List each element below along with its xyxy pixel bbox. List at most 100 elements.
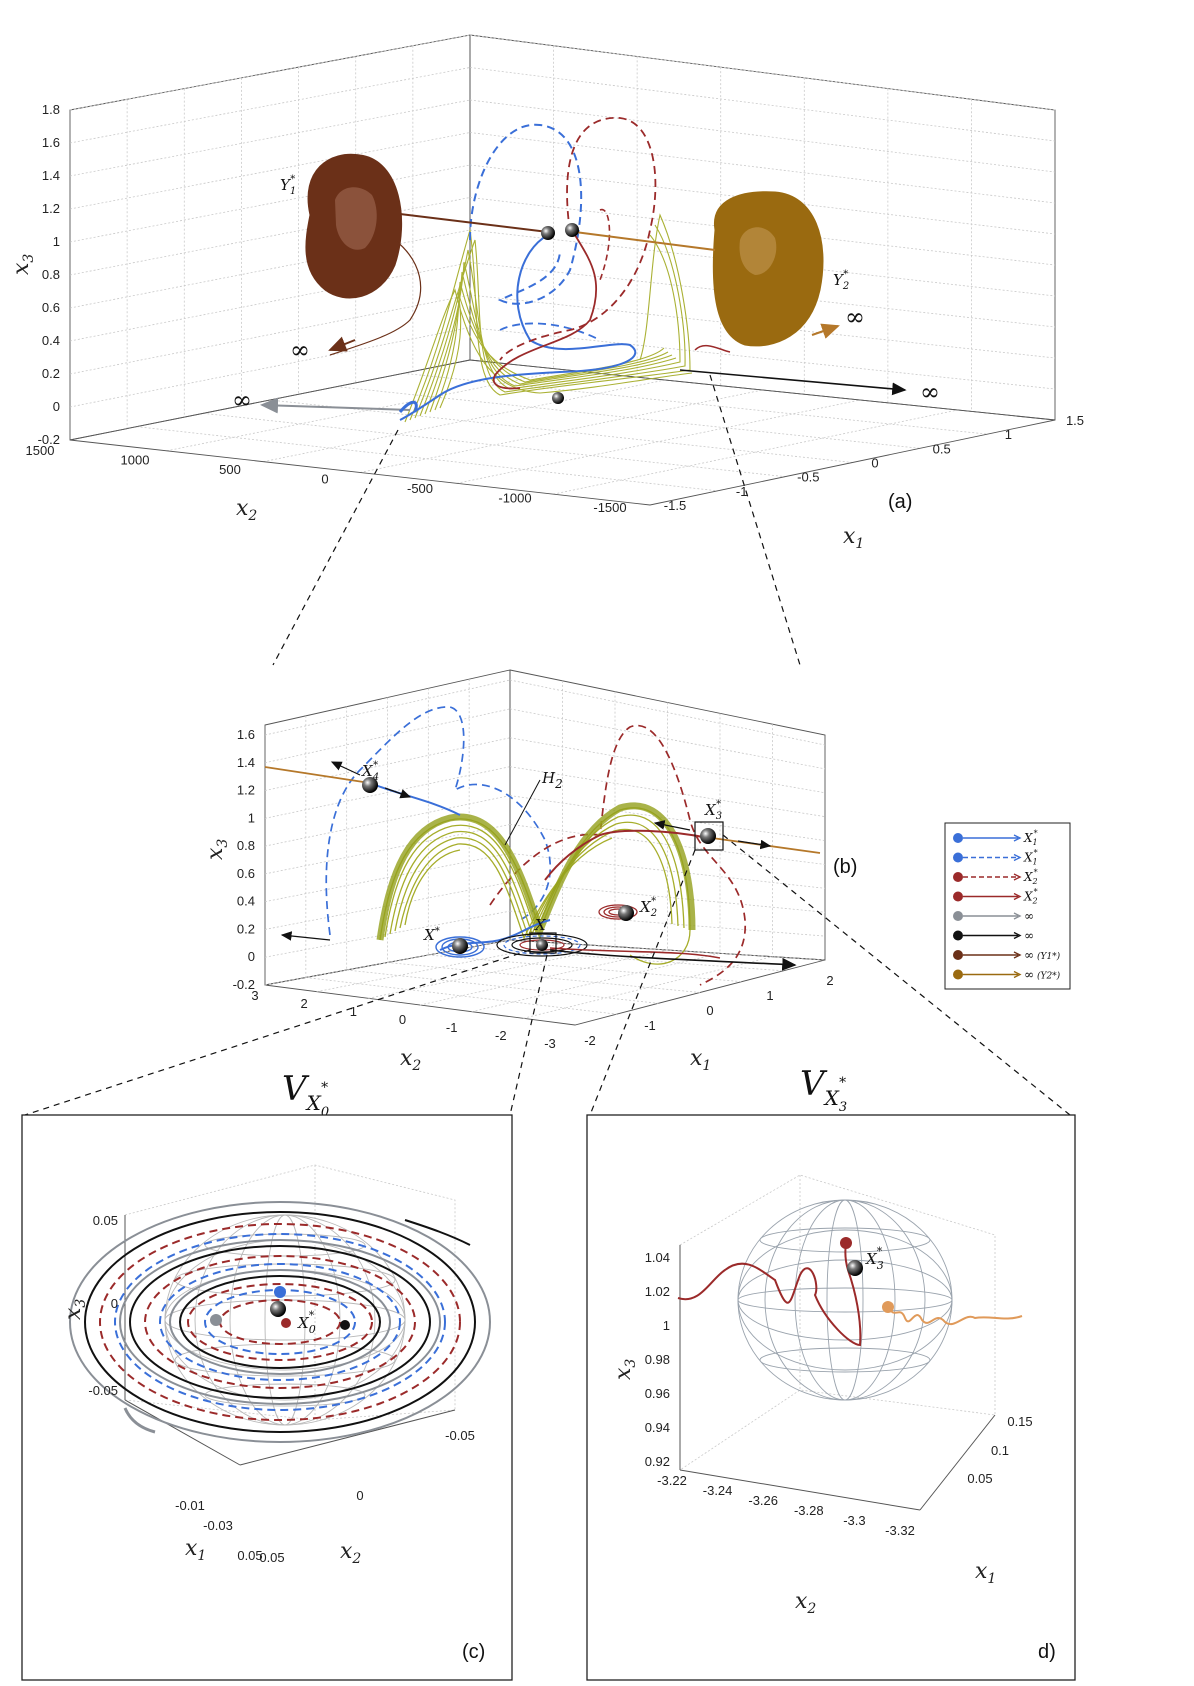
panel-a-grid xyxy=(69,34,1056,495)
panel-c-title: VX0* xyxy=(282,1069,329,1120)
zoom-line-a-b-right xyxy=(709,374,801,666)
legend-label: ∞(Y2*) xyxy=(1024,968,1061,982)
panel-b-x2-label: X2* xyxy=(639,896,657,919)
panel-a-x1-tick: 1.5 xyxy=(1066,413,1084,428)
panel-a-y1-cloud xyxy=(305,153,549,356)
panel-a-equilibrium-x2 xyxy=(565,223,579,237)
panel-c-x1-tick: -0.01 xyxy=(175,1498,205,1513)
panel-d-tag: d) xyxy=(1038,1641,1056,1663)
panel-d-x3-tick: 0.96 xyxy=(645,1386,670,1401)
panel-d-sphere xyxy=(737,1199,953,1401)
panel-c-x3-label: x3 xyxy=(61,1299,89,1320)
panel-a-x3-tick: 0.8 xyxy=(42,267,60,282)
panel-c-x2-label: x2 xyxy=(340,1539,361,1567)
panel-d-x3-tick: 0.94 xyxy=(645,1420,670,1435)
panel-d-x2-tick: -3.26 xyxy=(748,1493,778,1508)
legend-label: ∞ xyxy=(1024,929,1034,943)
panel-a-x2-tick: -1500 xyxy=(593,500,626,515)
legend-marker xyxy=(953,950,963,960)
panel-b-x1-tick: -2 xyxy=(584,1033,596,1048)
zoom-line-b-d-right xyxy=(722,834,1071,1116)
legend-box xyxy=(944,822,1071,990)
panel-b-x3-tick: 0.2 xyxy=(237,921,255,936)
panel-d-equilibrium-x3 xyxy=(847,1260,863,1276)
panel-a-x3-tick: 1.2 xyxy=(42,201,60,216)
panel-c-x2-tick: -0.05 xyxy=(445,1428,475,1443)
panel-b-h2-label: H2 xyxy=(541,769,563,791)
panel-b-legend: X1*X1*X2*X2*∞∞∞(Y1*)∞(Y2*) xyxy=(944,822,1071,990)
panel-b-x2-tick: 1 xyxy=(350,1004,357,1019)
panel-b-x1-tick: 0 xyxy=(706,1003,713,1018)
panel-b-x2-tick: -3 xyxy=(544,1036,556,1051)
panel-d-x2-tick: -3.22 xyxy=(657,1473,687,1488)
panel-a-x1-tick: -1 xyxy=(736,484,748,499)
panel-c-x2-tick: 0.05 xyxy=(259,1550,284,1565)
panel-c-x3-tick: 0 xyxy=(111,1296,118,1311)
panel-b-x3-tick: 1.2 xyxy=(237,783,255,798)
panel-b-x2-tick: -1 xyxy=(446,1020,458,1035)
panel-a-x2-tick: 1500 xyxy=(26,443,55,458)
panel-a-y2-infinity-arrow xyxy=(811,323,840,339)
panel-d-x3-tick: 0.98 xyxy=(645,1352,670,1367)
panel-a-x2-label: x2 xyxy=(236,496,257,524)
panel-c-point-black xyxy=(340,1320,350,1330)
panel-d-ticks: 1.041.0210.980.960.940.92-3.22-3.24-3.26… xyxy=(645,1250,1033,1538)
panel-d-x1-tick: 0.05 xyxy=(967,1471,992,1486)
panel-b-x3-tick: 1 xyxy=(248,810,255,825)
panel-d-x2-tick: -3.3 xyxy=(843,1513,865,1528)
legend-marker xyxy=(953,969,963,980)
zoom-line-a-b-left xyxy=(272,429,399,666)
panel-c-x3-tick: -0.05 xyxy=(88,1383,118,1398)
panel-b-x1-label: X* xyxy=(423,926,440,944)
panel-b-x2-label-axis: x2 xyxy=(400,1046,421,1074)
panel-b-x3-tick: -0.2 xyxy=(233,977,255,992)
panel-d-x3-tick: 1.02 xyxy=(645,1284,670,1299)
panel-b-x0-label: X xyxy=(534,916,547,934)
panel-b-x2-tick: 3 xyxy=(251,988,258,1003)
panel-c-point-x2 xyxy=(281,1318,291,1328)
panel-a-y2-label: Y2* xyxy=(833,269,849,292)
panel-b-x1-tick: -1 xyxy=(644,1018,656,1033)
panel-d-x3-label: X3* xyxy=(865,1245,884,1272)
panel-a-x2-tick: -500 xyxy=(407,481,433,496)
legend-marker xyxy=(953,891,963,902)
panel-a-x2-tick: -1000 xyxy=(498,491,531,506)
panel-c-x1-label: x1 xyxy=(185,1536,206,1564)
panel-b-equilibrium-x1 xyxy=(452,938,468,954)
panel-b: 1.61.41.210.80.60.40.20-0.23210-1-2-3-2-… xyxy=(203,669,1071,1074)
panel-a-infinity-left: ∞ xyxy=(290,336,310,364)
panel-a-x1-dashed-loop xyxy=(469,123,583,305)
panel-b-x0-box xyxy=(529,932,557,954)
panel-b-x1-tick: 2 xyxy=(826,973,833,988)
panel-d-frame xyxy=(586,1114,1076,1681)
panel-d-title: VX3* xyxy=(800,1064,847,1115)
panel-b-equilibrium-x3 xyxy=(700,828,716,844)
panel-a-x1-tick: 1 xyxy=(1005,427,1012,442)
legend-label: ∞(Y1*) xyxy=(1024,948,1061,962)
legend-marker xyxy=(953,930,963,941)
panel-b-x3-tick: 0 xyxy=(248,949,255,964)
panel-b-x3-tick: 0.6 xyxy=(237,866,255,881)
panel-a-x1-label: x1 xyxy=(843,524,864,552)
panel-d-x3-tick: 0.92 xyxy=(645,1454,670,1469)
panel-a-x3-tick: 0.4 xyxy=(42,333,60,348)
panel-d-x2-tick: -3.32 xyxy=(885,1523,915,1538)
panel-b-equilibrium-x4 xyxy=(362,777,378,793)
panel-b-tag: (b) xyxy=(833,856,857,878)
panel-d-x1-tick: 0.15 xyxy=(1007,1414,1032,1429)
panel-a-x1-tick: -1.5 xyxy=(664,498,686,513)
legend-marker xyxy=(953,852,963,863)
panel-b-x1-label-axis: x1 xyxy=(690,1046,711,1074)
panel-b-equilibrium-x2 xyxy=(618,905,634,921)
legend-marker xyxy=(953,911,963,921)
panel-d-x2-tick: -3.24 xyxy=(703,1483,733,1498)
panel-a-infinity-gray: ∞ xyxy=(232,386,252,414)
panel-a-black-infinity-line xyxy=(679,369,907,396)
panel-a-x2-solid xyxy=(492,234,598,390)
panel-a-x3-tick: 0.2 xyxy=(42,366,60,381)
panel-d-x2-tick: -3.28 xyxy=(794,1503,824,1518)
panel-a-x3-tick: 0 xyxy=(53,399,60,414)
panel-a-equilibrium-x0 xyxy=(552,392,564,404)
